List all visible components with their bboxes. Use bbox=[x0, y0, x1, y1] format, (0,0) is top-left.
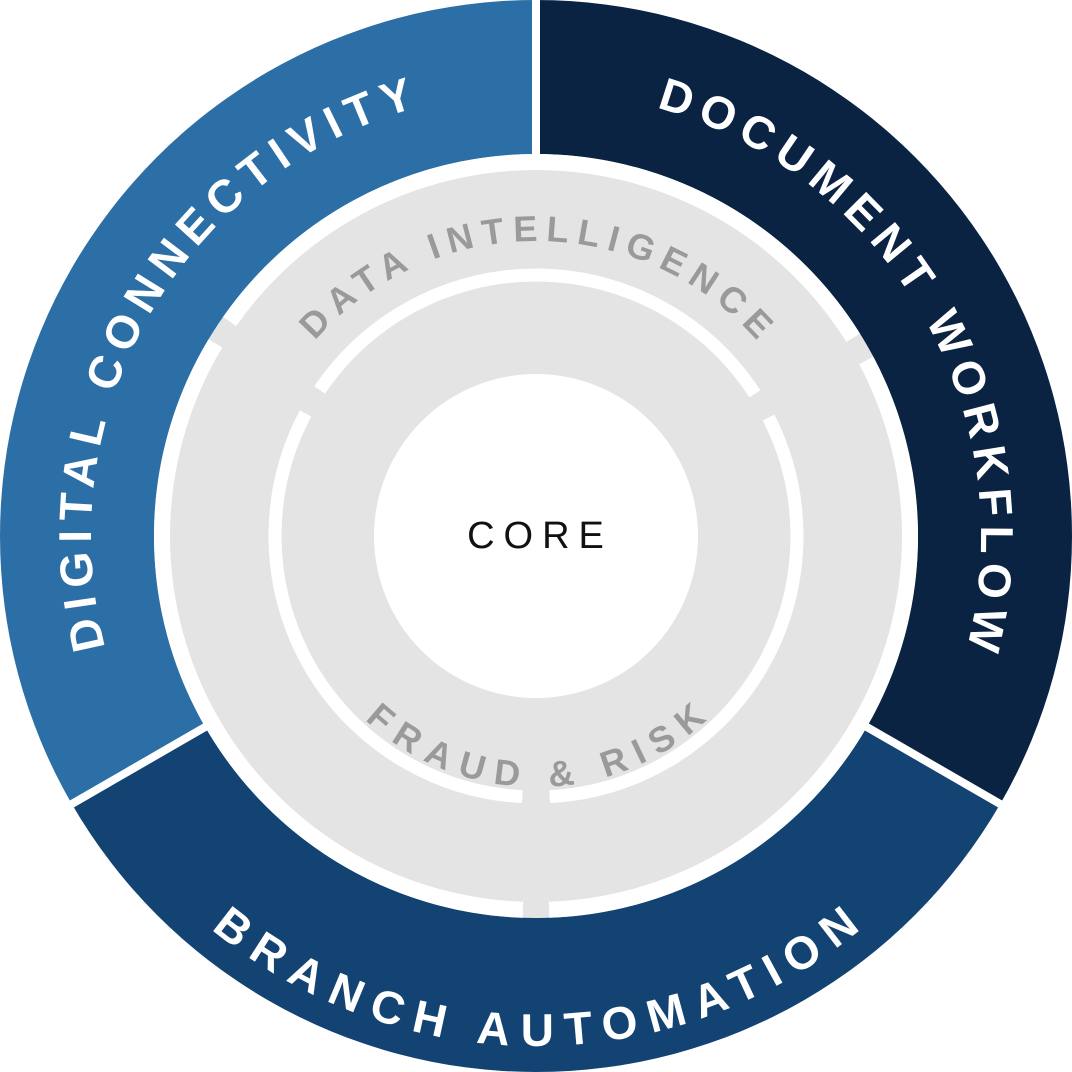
segment-divider bbox=[66, 715, 222, 810]
outer-band-arc bbox=[223, 154, 860, 343]
segment-document-workflow bbox=[536, 0, 1072, 804]
segment-digital-connectivity bbox=[0, 0, 536, 804]
segment-branch-automation bbox=[71, 726, 1001, 1072]
core-label: CORE bbox=[467, 515, 613, 557]
segment-divider bbox=[850, 715, 1006, 810]
inner-ring-arc bbox=[314, 268, 761, 398]
inner-ring-arc bbox=[549, 414, 804, 804]
inner-ring-arc bbox=[268, 410, 523, 804]
outer-band-arc bbox=[154, 339, 524, 918]
core-circle bbox=[374, 374, 698, 698]
